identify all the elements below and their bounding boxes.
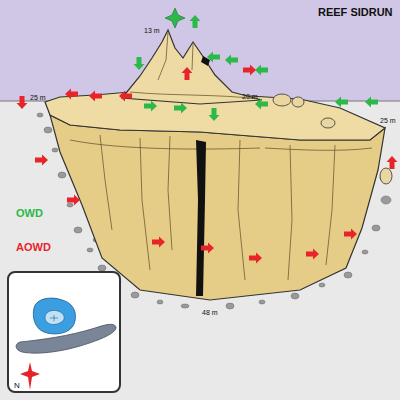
map-title: REEF SIDRUN [318,7,393,18]
legend-text: OWD [16,207,43,219]
legend-entry: AOWD [16,242,51,253]
depth-label: N [14,382,20,390]
depth-label: 20 m [242,93,258,100]
depth-label: 13 m [144,27,160,34]
depth-label: 25 m [380,117,396,124]
legend-text: AOWD [16,241,51,253]
depth-label: 25 m [30,94,46,101]
depth-label: 48 m [202,309,218,316]
legend-entry: OWD [16,208,43,219]
